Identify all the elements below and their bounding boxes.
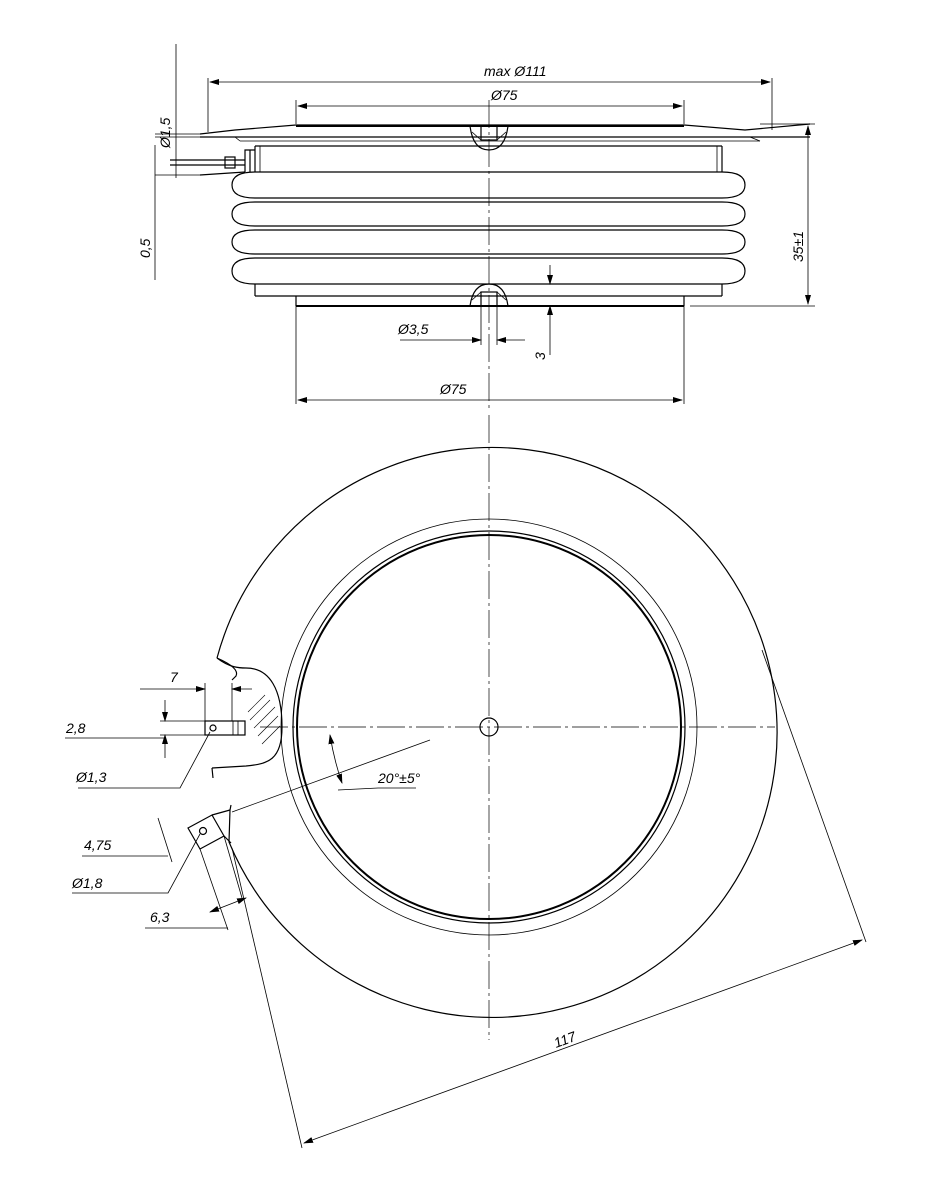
side-view: max Ø111 Ø75 Ø1,5 0,5 bbox=[137, 44, 815, 410]
ceramic-ribs bbox=[231, 171, 746, 285]
dim-hole-depth-label: 3 bbox=[532, 352, 548, 360]
dim-two-eight: 2,8 bbox=[65, 700, 205, 758]
dim-six-three: 6,3 bbox=[145, 835, 247, 931]
dim-overall: 117 bbox=[231, 649, 867, 1149]
dim-six-three-label: 6,3 bbox=[150, 909, 170, 925]
dim-four-seventy-five-label: 4,75 bbox=[84, 837, 111, 853]
dim-one-eight: Ø1,8 bbox=[71, 833, 201, 894]
dim-hole-depth: 3 bbox=[510, 265, 560, 360]
dim-seven: 7 bbox=[140, 669, 252, 721]
dim-top-diameter: Ø75 bbox=[295, 87, 685, 124]
dim-gap: 0,5 bbox=[137, 133, 200, 280]
top-centring-hole bbox=[469, 125, 509, 151]
dim-hole-diameter-label: Ø3,5 bbox=[397, 321, 429, 337]
bottom-centring-hole bbox=[469, 283, 509, 307]
dim-angle-label: 20°±5° bbox=[377, 770, 421, 786]
dim-height: 35±1 bbox=[690, 123, 815, 307]
body-lower bbox=[254, 284, 723, 307]
dim-angle: 20°±5° bbox=[231, 734, 431, 813]
dim-bottom-diameter: Ø75 bbox=[295, 306, 685, 404]
dim-flange: Ø1,5 bbox=[157, 44, 182, 178]
dim-four-seventy-five: 4,75 bbox=[82, 817, 173, 863]
dim-overall-label: 117 bbox=[552, 1028, 580, 1051]
dim-one-three: Ø1,3 bbox=[75, 731, 211, 789]
inner-ring-outer bbox=[280, 518, 698, 936]
dim-gap-label: 0,5 bbox=[137, 238, 153, 258]
outer-flange-outline bbox=[216, 446, 778, 1019]
dim-seven-label: 7 bbox=[170, 669, 179, 685]
gate-lead bbox=[170, 149, 255, 176]
dim-top-diameter-label: Ø75 bbox=[490, 87, 518, 103]
contact-face bbox=[296, 534, 682, 920]
dim-hole-diameter: Ø3,5 bbox=[397, 306, 525, 345]
dim-bottom-diameter-label: Ø75 bbox=[439, 381, 467, 397]
dim-max-diameter-label: max Ø111 bbox=[484, 63, 547, 79]
inner-ring-mid bbox=[292, 530, 686, 924]
center-hole bbox=[479, 717, 499, 737]
dim-one-three-label: Ø1,3 bbox=[75, 769, 107, 785]
dim-max-diameter: max Ø111 bbox=[207, 63, 773, 132]
gate-terminal-flag bbox=[187, 809, 232, 850]
dim-height-label: 35±1 bbox=[790, 231, 806, 262]
dim-one-eight-label: Ø1,8 bbox=[71, 875, 103, 891]
top-view: 7 2,8 Ø1,3 20°±5° 4,75 bbox=[65, 415, 867, 1149]
dim-flange-label: Ø1,5 bbox=[157, 117, 173, 149]
dim-two-eight-label: 2,8 bbox=[65, 720, 86, 736]
gate-notch bbox=[204, 657, 283, 779]
body-upper bbox=[254, 145, 723, 172]
